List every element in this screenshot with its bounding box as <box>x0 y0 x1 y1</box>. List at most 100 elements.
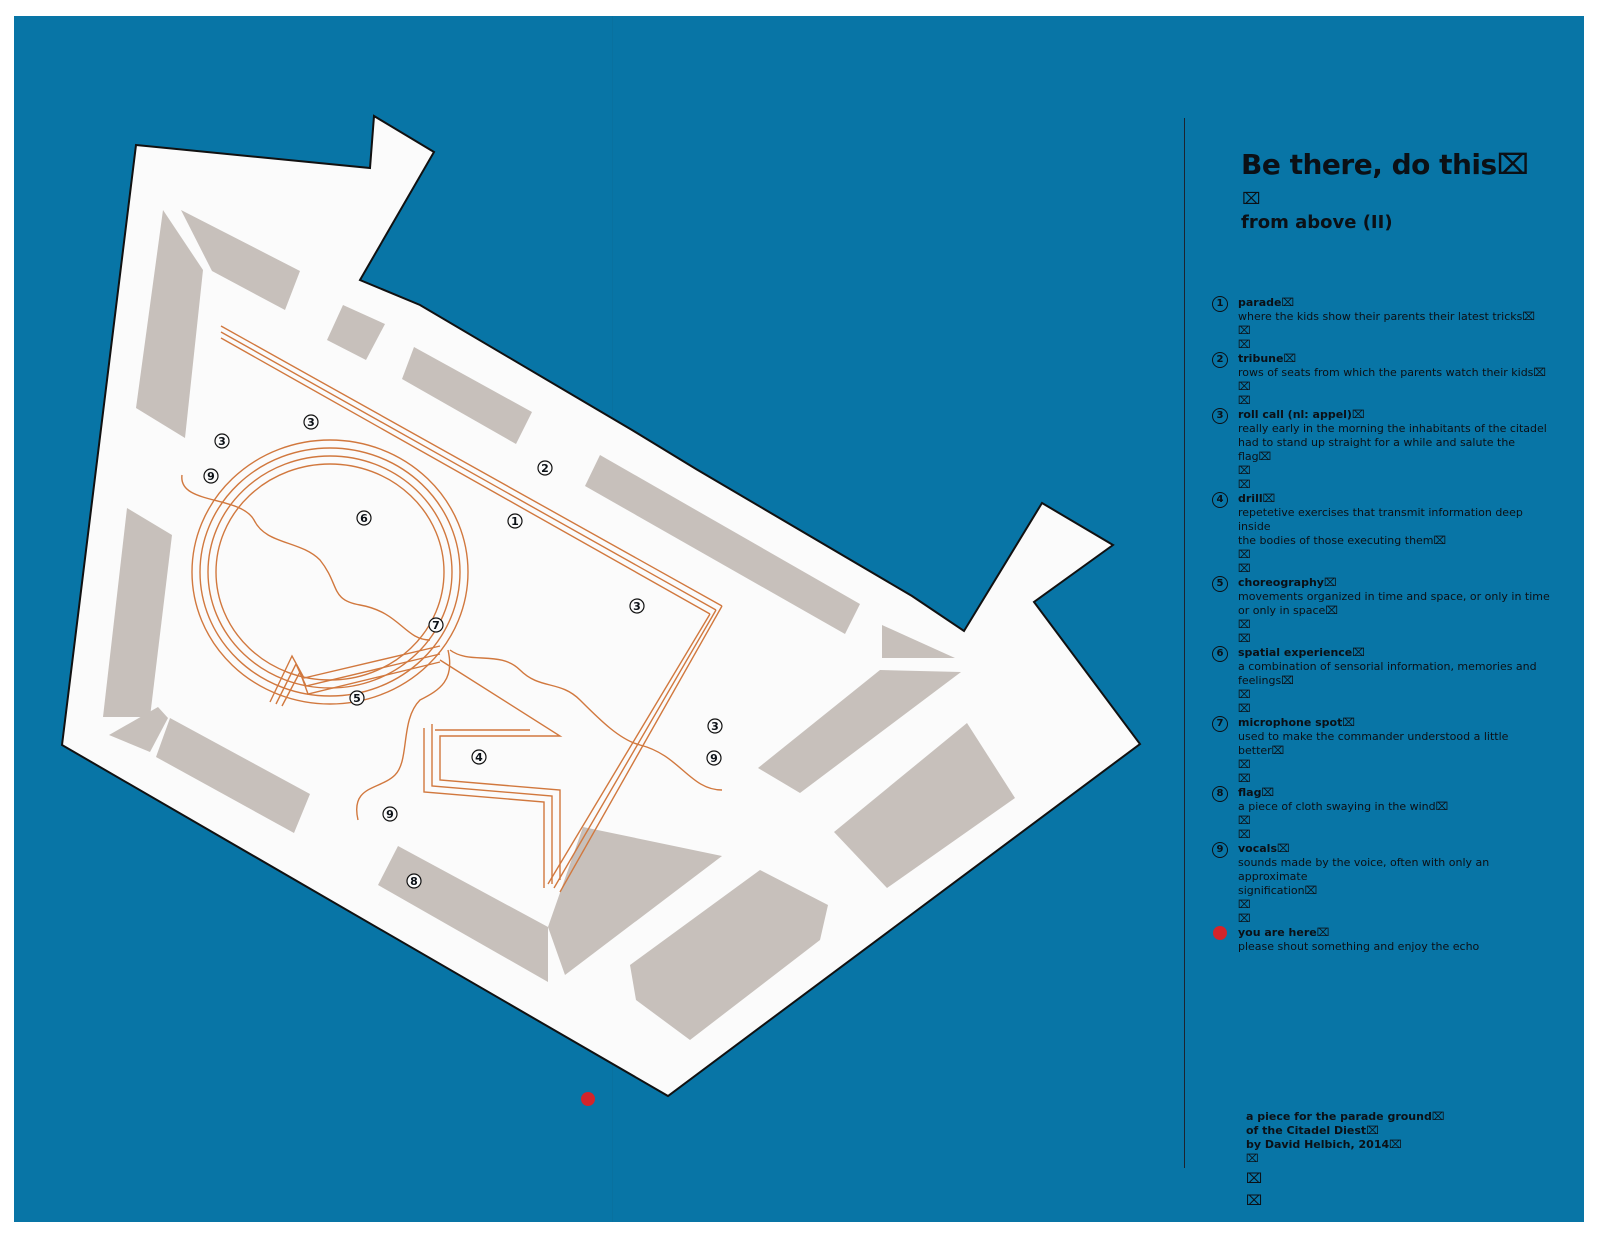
legend-description: feelings⌧ <box>1238 674 1294 687</box>
map-marker-9: 9 <box>706 750 722 766</box>
building <box>136 210 203 438</box>
legend-description: movements organized in time and space, o… <box>1238 590 1550 603</box>
credit-glyph: ⌧ <box>1246 1171 1263 1187</box>
legend-title: spatial experience⌧ <box>1238 646 1365 659</box>
legend-number-marker: 8 <box>1212 786 1228 802</box>
map-marker-3: 3 <box>707 718 723 734</box>
legend-spacer-glyph: ⌧ <box>1238 702 1251 715</box>
credit-glyph: ⌧ <box>1246 1152 1259 1165</box>
map-marker-7: 7 <box>428 617 444 633</box>
svg-text:9: 9 <box>207 470 215 483</box>
svg-text:3: 3 <box>218 435 226 448</box>
legend-description: signification⌧ <box>1238 884 1318 897</box>
legend-title: choreography⌧ <box>1238 576 1337 589</box>
svg-text:4: 4 <box>475 751 483 764</box>
legend-item: 6 spatial experience⌧a combination of sen… <box>1210 646 1550 716</box>
legend-spacer-glyph: ⌧ <box>1238 898 1251 911</box>
building <box>103 508 172 717</box>
credit-glyph: ⌧ <box>1246 1193 1263 1209</box>
building <box>882 625 955 658</box>
legend-spacer-glyph: ⌧ <box>1238 324 1251 337</box>
legend-description: repetetive exercises that transmit infor… <box>1238 506 1523 533</box>
page-title: Be there, do this⌧ <box>1241 148 1529 181</box>
legend-description: had to stand up straight for a while and… <box>1238 436 1516 463</box>
building <box>585 455 860 634</box>
legend-description: or only in space⌧ <box>1238 604 1338 617</box>
map-marker-9: 9 <box>203 468 219 484</box>
legend-spacer-glyph: ⌧ <box>1238 758 1251 771</box>
legend-spacer-glyph: ⌧ <box>1238 464 1251 477</box>
buildings <box>103 210 1015 1040</box>
choreography-paths <box>181 325 723 893</box>
legend-spacer-glyph: ⌧ <box>1238 380 1251 393</box>
legend-spacer-glyph: ⌧ <box>1238 394 1251 407</box>
legend-title: roll call (nl: appel)⌧ <box>1238 408 1365 421</box>
legend-number-marker: 4 <box>1212 492 1228 508</box>
building <box>834 723 1015 888</box>
legend-spacer-glyph: ⌧ <box>1238 338 1251 351</box>
legend-number-marker: 7 <box>1212 716 1228 732</box>
legend-title: you are here⌧ <box>1238 926 1330 939</box>
legend-spacer-glyph: ⌧ <box>1238 688 1251 701</box>
legend-number-marker: 5 <box>1212 576 1228 592</box>
legend-spacer-glyph: ⌧ <box>1238 828 1251 841</box>
map-marker-3: 3 <box>214 433 230 449</box>
legend-title: vocals⌧ <box>1238 842 1290 855</box>
legend-description: rows of seats from which the parents wat… <box>1238 366 1547 379</box>
svg-text:7: 7 <box>432 619 440 632</box>
building <box>630 870 828 1040</box>
legend-spacer-glyph: ⌧ <box>1238 562 1251 575</box>
legend-description: used to make the commander understood a … <box>1238 730 1509 757</box>
svg-text:6: 6 <box>360 512 368 525</box>
svg-text:3: 3 <box>711 720 719 733</box>
legend-spacer-glyph: ⌧ <box>1238 772 1251 785</box>
building <box>156 718 310 833</box>
legend-item: you are here⌧please shout something and … <box>1210 926 1550 954</box>
map-marker-2: 2 <box>537 460 553 476</box>
building <box>181 210 300 310</box>
legend-number-marker: 3 <box>1212 408 1228 424</box>
map-marker-9: 9 <box>382 806 398 822</box>
you-are-here-dot-icon <box>1213 926 1227 940</box>
legend-item: 5 choreography⌧movements organized in tim… <box>1210 576 1550 646</box>
svg-text:5: 5 <box>353 692 361 705</box>
legend-title: parade⌧ <box>1238 296 1295 309</box>
legend-description: the bodies of those executing them⌧ <box>1238 534 1447 547</box>
legend-description: a combination of sensorial information, … <box>1238 660 1537 673</box>
legend-spacer-glyph: ⌧ <box>1238 912 1251 925</box>
building <box>402 347 532 444</box>
map-marker-3: 3 <box>629 598 645 614</box>
legend-title: flag⌧ <box>1238 786 1275 799</box>
legend-spacer-glyph: ⌧ <box>1238 632 1251 645</box>
svg-text:9: 9 <box>386 808 394 821</box>
column-divider <box>1184 118 1185 1168</box>
legend-number-marker: 6 <box>1212 646 1228 662</box>
building <box>758 670 961 793</box>
map-marker-8: 8 <box>406 873 422 889</box>
legend-description: please shout something and enjoy the ech… <box>1238 940 1480 953</box>
svg-text:3: 3 <box>307 416 315 429</box>
svg-text:1: 1 <box>511 515 519 528</box>
legend-spacer-glyph: ⌧ <box>1238 548 1251 561</box>
you-are-here-marker <box>581 1092 595 1106</box>
map-marker-3: 3 <box>303 414 319 430</box>
page-subtitle: from above (II) <box>1241 212 1393 233</box>
map-markers: 3 3 9 2 6 1 3 7 5 4 3 9 9 8 <box>203 414 723 889</box>
map-marker-1: 1 <box>507 513 523 529</box>
map-marker-5: 5 <box>349 690 365 706</box>
legend-description: where the kids show their parents their … <box>1238 310 1536 323</box>
building <box>109 707 168 752</box>
credit-line: a piece for the parade ground⌧ <box>1246 1110 1445 1123</box>
legend-number-marker: 9 <box>1212 842 1228 858</box>
credits: a piece for the parade ground⌧ of the Ci… <box>1246 1110 1445 1208</box>
svg-text:3: 3 <box>633 600 641 613</box>
legend-spacer-glyph: ⌧ <box>1238 478 1251 491</box>
legend-spacer-glyph: ⌧ <box>1238 618 1251 631</box>
legend-title: microphone spot⌧ <box>1238 716 1356 729</box>
svg-text:9: 9 <box>710 752 718 765</box>
